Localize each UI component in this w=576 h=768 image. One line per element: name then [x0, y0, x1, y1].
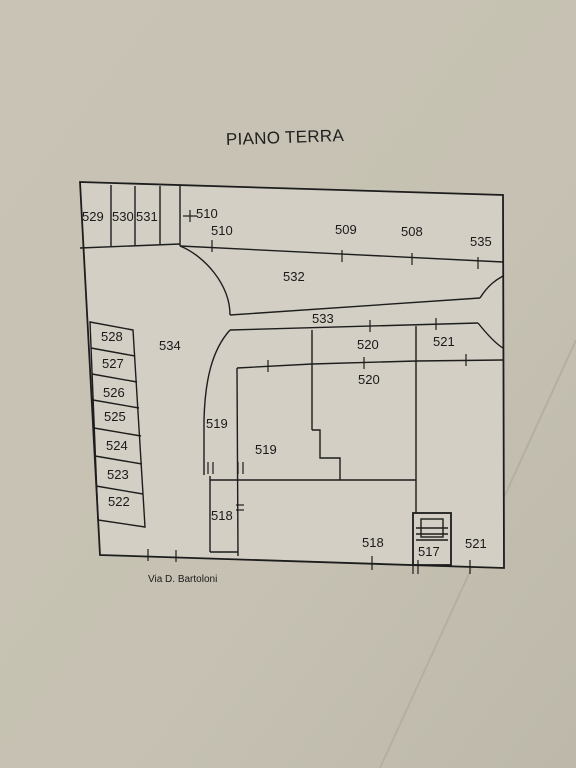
stall-divider	[95, 485, 144, 495]
room-label-510: 510	[196, 206, 218, 221]
curved-wall	[203, 329, 231, 475]
curved-wall	[479, 275, 504, 299]
room-label-520: 520	[357, 337, 379, 352]
stall-divider	[92, 399, 140, 409]
stair-517	[412, 512, 452, 566]
room-label-522: 522	[108, 494, 130, 509]
room-label-520: 520	[358, 372, 380, 387]
curved-wall	[179, 245, 231, 316]
outer-wall	[79, 181, 505, 569]
stall-divider	[90, 347, 136, 357]
stall-block	[89, 321, 146, 528]
room-label-510: 510	[211, 223, 233, 238]
room-label-535: 535	[470, 234, 492, 249]
room-label-534: 534	[159, 338, 181, 353]
room-label-525: 525	[104, 409, 126, 424]
street-label: Via D. Bartoloni	[148, 574, 217, 585]
door-marks	[147, 210, 479, 574]
room-label-508: 508	[401, 224, 423, 239]
curved-wall	[477, 322, 504, 349]
room-label-524: 524	[106, 438, 128, 453]
room-label-527: 527	[102, 356, 124, 371]
room-label-509: 509	[335, 222, 357, 237]
curved-wall	[229, 297, 481, 316]
room-label-533: 533	[312, 311, 334, 326]
room-label-518: 518	[211, 508, 233, 523]
wall	[312, 429, 341, 480]
room-label-532: 532	[283, 269, 305, 284]
room-label-519: 519	[206, 416, 228, 431]
room-label-523: 523	[107, 467, 129, 482]
room-label-530: 530	[112, 209, 134, 224]
room-label-521: 521	[465, 536, 487, 551]
room-label-526: 526	[103, 385, 125, 400]
plan-fill	[80, 182, 504, 568]
room-label-521: 521	[433, 334, 455, 349]
room-label-517: 517	[418, 544, 440, 559]
curved-wall	[229, 322, 479, 331]
stall-row-top	[79, 243, 181, 249]
room-label-518: 518	[362, 535, 384, 550]
stall-divider	[91, 373, 138, 383]
room-label-519: 519	[255, 442, 277, 457]
stall-divider	[93, 427, 142, 437]
stall-divider	[94, 455, 143, 465]
room-label-528: 528	[101, 329, 123, 344]
room-label-529: 529	[82, 209, 104, 224]
room-label-531: 531	[136, 209, 158, 224]
